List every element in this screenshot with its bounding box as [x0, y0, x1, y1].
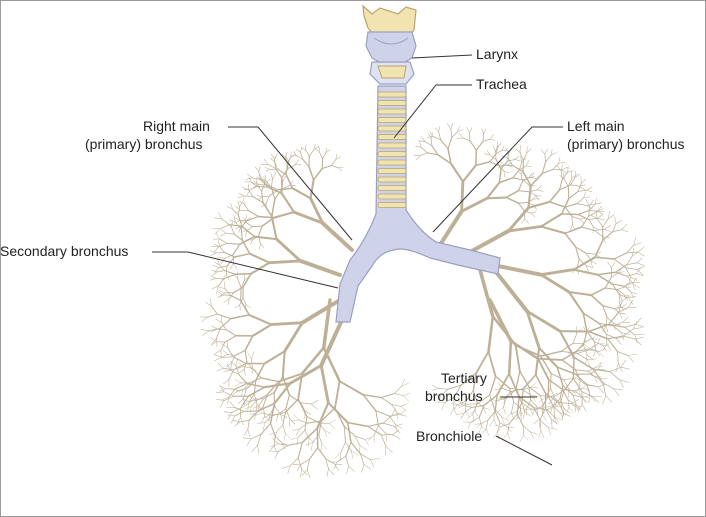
trachea-shape — [335, 85, 501, 323]
label-bronchiole: Bronchiole — [416, 428, 483, 444]
leader-line-left-main — [432, 126, 563, 233]
leader-line-right-main — [228, 126, 353, 241]
leader-lines — [152, 54, 563, 466]
label-larynx: Larynx — [476, 46, 519, 62]
larynx-shape — [362, 4, 417, 85]
label-left-main-line1: Left main — [567, 118, 625, 134]
label-tertiary-line1: Tertiary — [441, 370, 487, 386]
leader-line-trachea — [393, 84, 472, 139]
label-tertiary-line2: bronchus — [425, 388, 483, 404]
bronchiole-branches — [199, 123, 645, 478]
label-right-main-line1: Right main — [143, 118, 210, 134]
leader-line-secondary — [152, 251, 339, 289]
label-left-main-line2: (primary) bronchus — [567, 136, 685, 152]
leader-line-bronchiole — [495, 435, 553, 466]
leader-line-larynx — [411, 54, 473, 59]
label-secondary-bronchus: Secondary bronchus — [0, 243, 129, 259]
label-trachea: Trachea — [476, 76, 527, 92]
label-right-main-line2: (primary) bronchus — [85, 136, 203, 152]
